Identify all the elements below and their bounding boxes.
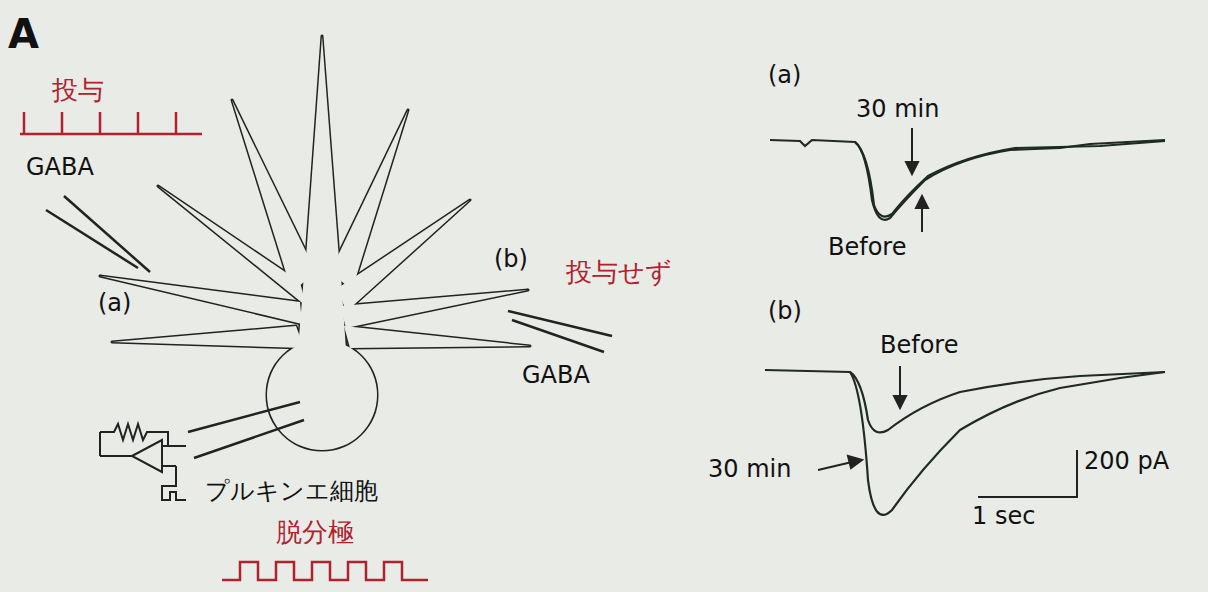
text-label: A <box>8 12 39 56</box>
pipette <box>46 196 612 458</box>
text-label: 30 min <box>856 96 939 122</box>
text-label: 脱分極 <box>276 518 354 547</box>
text-label: 200 pA <box>1084 448 1169 474</box>
text-label: (b) <box>494 246 528 272</box>
text-label: 投与せず <box>566 258 672 287</box>
text-label: 1 sec <box>972 503 1035 529</box>
text-label: 投与 <box>52 76 104 105</box>
text-label: (a) <box>98 290 131 316</box>
text-label: GABA <box>522 362 590 388</box>
text-label: GABA <box>26 154 94 180</box>
text-label: (b) <box>768 298 802 324</box>
text-label: 30 min <box>708 456 791 482</box>
text-label: Before <box>880 332 958 358</box>
stimulus-train <box>20 112 428 580</box>
amplifier-symbol <box>100 424 186 500</box>
text-label: Before <box>828 234 906 260</box>
text-label: プルキンエ細胞 <box>205 478 378 504</box>
pointer-arrow <box>818 128 928 470</box>
purkinje-cell <box>100 36 530 450</box>
scale-bar <box>978 450 1077 497</box>
text-label: (a) <box>768 62 801 88</box>
